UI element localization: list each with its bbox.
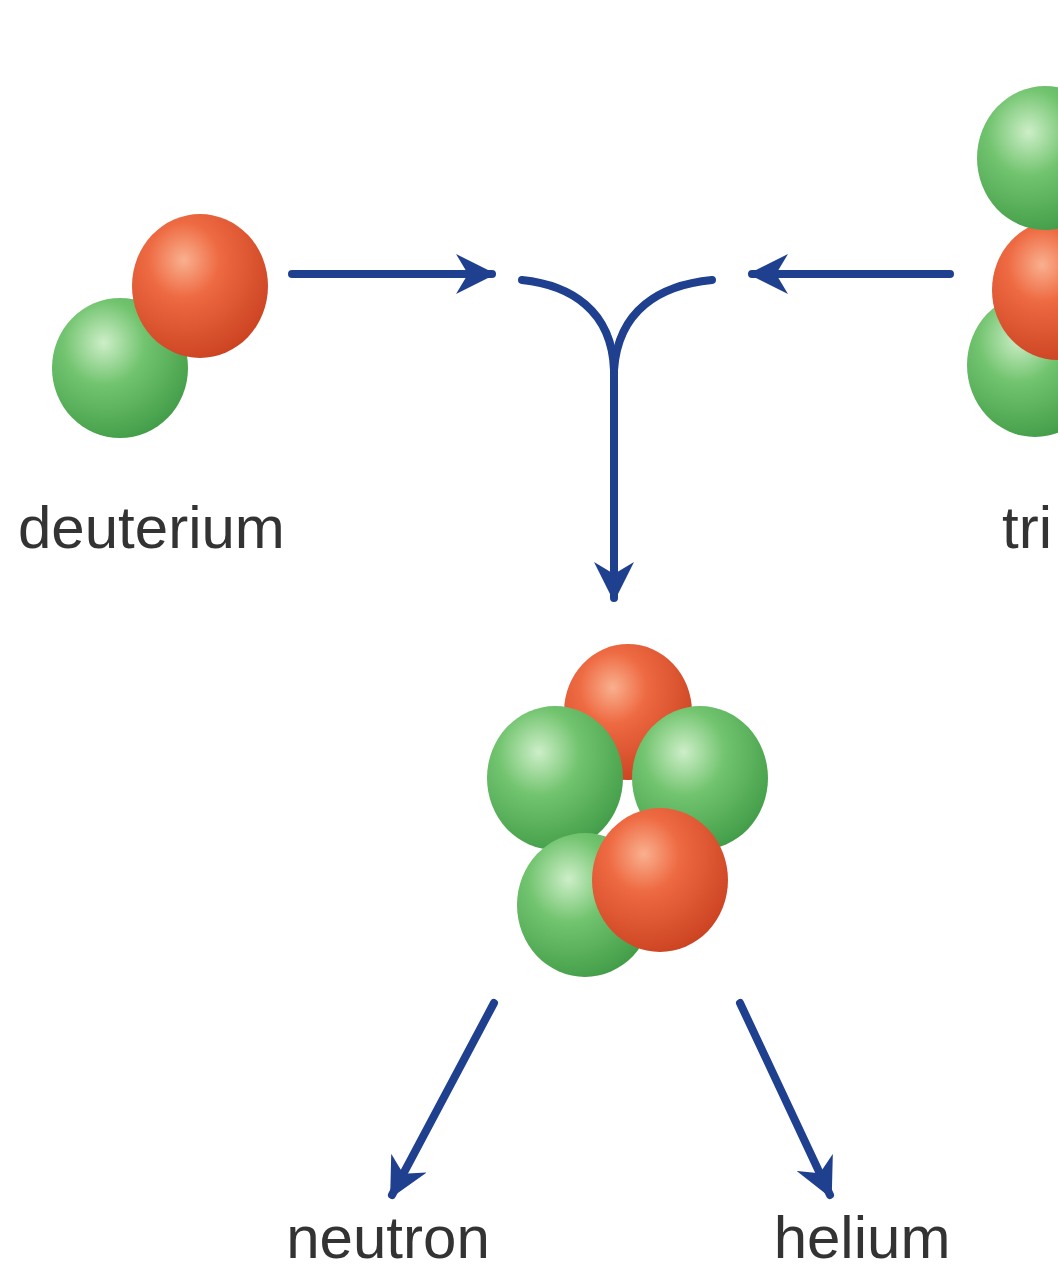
particle-label: neutron (286, 1205, 490, 1271)
particle-label: tri (1002, 495, 1052, 561)
compound-nucleus (487, 644, 768, 977)
deuterium-nucleus (52, 214, 268, 438)
particle-label: helium (774, 1205, 951, 1271)
particle-label: deuterium (18, 495, 285, 561)
tritium-nucleus (967, 86, 1058, 437)
reaction-arrows (292, 274, 950, 1195)
